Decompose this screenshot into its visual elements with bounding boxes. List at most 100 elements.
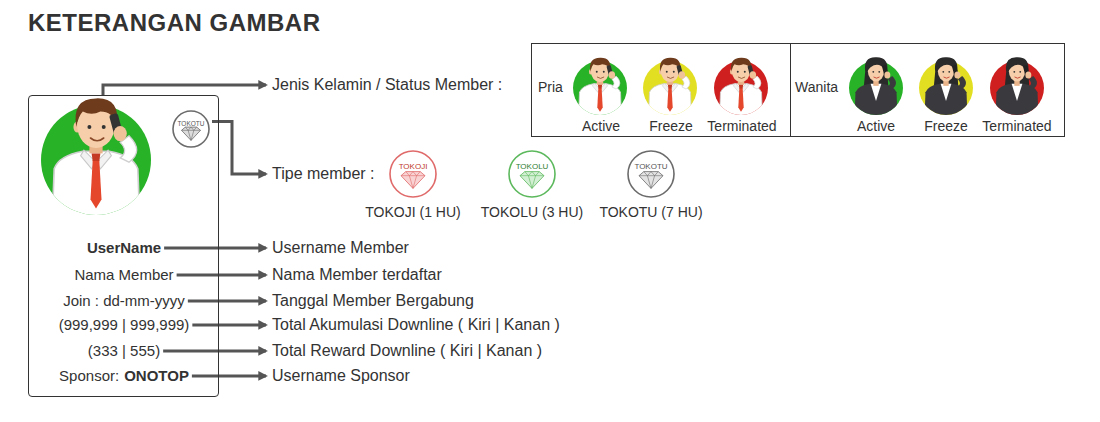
female-freeze-icon [919, 57, 973, 120]
status-label: Active [857, 118, 895, 134]
text-slot: Terminated [982, 116, 1051, 135]
annotation-label: Username Sponsor [272, 367, 410, 384]
annotation-slot: Username Sponsor [272, 366, 410, 385]
badge-circle [628, 151, 674, 197]
diamond-icon [639, 172, 663, 189]
member-type-badge: TOKOJITOKOJI (1 HU) [389, 150, 437, 198]
text-slot: TOKOTU [178, 112, 205, 131]
leader-arrow [192, 374, 266, 377]
text-slot: Active [582, 116, 620, 135]
text-slot: Wanita [795, 77, 838, 96]
female-figure [924, 57, 967, 120]
text-slot: Terminated [707, 116, 776, 135]
sponsor-caption: Sponsor: [59, 367, 119, 384]
text-slot: TOKOLU (3 HU) [481, 202, 583, 221]
join-date-text: Join : dd-mm-yyyy [63, 292, 185, 309]
diamond-icon [401, 172, 425, 189]
badge-caption: TOKOLU (3 HU) [481, 204, 583, 220]
diamond-facet [528, 176, 535, 189]
annotation-slot: Total Akumulasi Downline ( Kiri | Kanan … [272, 315, 560, 334]
member-type-badge: TOKOTU [172, 110, 210, 148]
female-figure [854, 57, 897, 120]
diamond-facet [647, 176, 654, 189]
annotation-slot: Nama Member terdaftar [272, 265, 442, 284]
text-slot: Join : dd-mm-yyyy [63, 291, 185, 310]
title-slot: KETERANGAN GAMBAR [28, 9, 321, 38]
annotation-slot: Jenis Kelamin / Status Member : [272, 75, 502, 94]
badge-outline [627, 150, 675, 198]
badge-title: TOKOLU [516, 163, 549, 172]
badge-art [509, 151, 555, 197]
text-slot: TOKOJI [399, 155, 428, 174]
gender-heading: Wanita [795, 79, 838, 95]
diamond-facet [401, 175, 425, 176]
badge-art [628, 151, 674, 197]
badge-art [173, 111, 209, 147]
text-slot: TOKOLU [516, 155, 549, 174]
annotation-label: Total Reward Downline ( Kiri | Kanan ) [272, 342, 542, 359]
badge-outline [172, 110, 210, 148]
badge-circle [173, 111, 209, 147]
badge-circle [509, 151, 555, 197]
status-label: Freeze [649, 118, 693, 134]
text-slot: UserName [87, 238, 161, 257]
annotation-label: Jenis Kelamin / Status Member : [272, 76, 502, 93]
leader-arrow [177, 273, 266, 276]
badge-title: TOKOTU [634, 163, 667, 172]
legend-panel: PriaActiveFreezeTerminated [531, 43, 791, 137]
badge-title: TOKOTU [178, 121, 205, 128]
badge-title: TOKOJI [399, 163, 428, 172]
text-slot: TOKOTU [634, 155, 667, 174]
member-card: TOKOTU UserNameNama MemberJoin : dd-mm-yy… [28, 95, 219, 397]
text-slot: Freeze [649, 116, 693, 135]
member-type-badge: TOKOTUTOKOTU (7 HU) [627, 150, 675, 198]
downline-total-text: (999,999 | 999,999) [59, 316, 190, 333]
diamond-facet [406, 172, 420, 176]
diamond-icon [520, 172, 544, 189]
annotation-slot: Tanggal Member Bergabung [272, 291, 474, 310]
badge-art [390, 151, 436, 197]
text-slot: Nama Member [74, 265, 173, 284]
badge-circle [390, 151, 436, 197]
badge-caption: TOKOJI (1 HU) [365, 204, 460, 220]
male-figure [648, 58, 691, 121]
diamond-facet [520, 175, 544, 176]
annotation-label: Nama Member terdaftar [272, 266, 442, 283]
leader-arrow [188, 299, 266, 302]
female-terminated-icon [990, 57, 1044, 120]
status-label: Freeze [924, 118, 968, 134]
male-active-icon [573, 58, 627, 121]
male-figure [719, 58, 762, 121]
text-slot: Freeze [924, 116, 968, 135]
diamond-facet [182, 130, 201, 131]
leader-arrow [212, 121, 266, 174]
female-figure [995, 57, 1038, 120]
legend-panel: WanitaActive Freeze Terminated [791, 43, 1065, 137]
annotation-label: Username Member [272, 239, 409, 256]
text-slot: Sponsor: [59, 366, 119, 385]
text-slot: (999,999 | 999,999) [59, 315, 190, 334]
text-slot: TOKOTU (7 HU) [599, 202, 702, 221]
text-slot: (333 | 555) [88, 341, 160, 360]
male-freeze-icon [643, 58, 697, 121]
badge-outline [389, 150, 437, 198]
diamond-icon [182, 127, 201, 140]
status-label: Terminated [707, 118, 776, 134]
leader-arrow [192, 323, 266, 326]
male-figure [578, 58, 621, 121]
member-type-badge: TOKOLUTOKOLU (3 HU) [508, 150, 556, 198]
annotation-slot: Tipe member : [272, 164, 375, 183]
text-slot: TOKOJI (1 HU) [365, 202, 460, 221]
badge-outline [508, 150, 556, 198]
badge-caption: TOKOTU (7 HU) [599, 204, 702, 220]
username-text: UserName [87, 239, 161, 256]
male-terminated-icon [714, 58, 768, 121]
leader-arrow [163, 349, 266, 352]
female-active-icon [849, 57, 903, 120]
page-title: KETERANGAN GAMBAR [28, 9, 321, 36]
text-slot: Active [857, 116, 895, 135]
sponsor-username: ONOTOP [124, 367, 189, 384]
